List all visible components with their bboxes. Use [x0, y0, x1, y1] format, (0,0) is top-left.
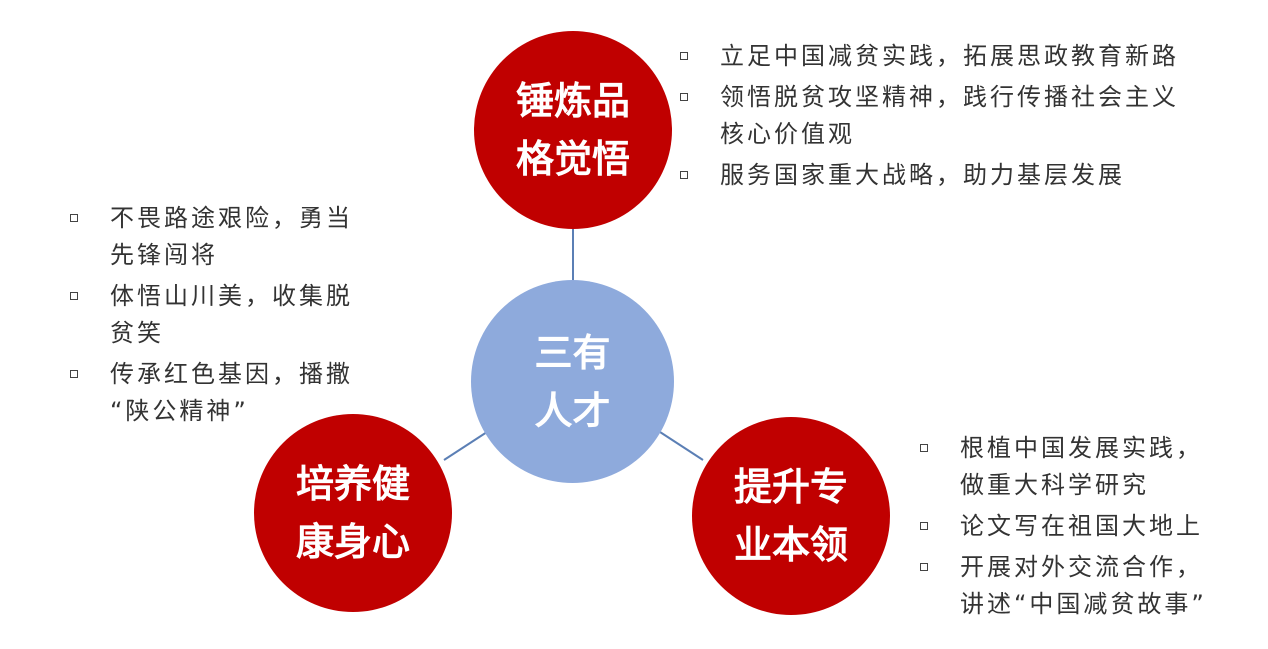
circle-top: 锤炼品 格觉悟 — [474, 31, 672, 229]
square-bullet-icon — [920, 522, 928, 530]
list-item-text: 论文写在祖国大地上 — [960, 512, 1203, 540]
list-item: 领悟脱贫攻坚精神，践行传播社会主义 核心价值观 — [672, 79, 1262, 153]
square-bullet-icon — [920, 444, 928, 452]
list-item-text: 立足中国减贫实践，拓展思政教育新路 — [720, 42, 1179, 70]
list-item: 传承红色基因，播撒 “陕公精神” — [62, 356, 392, 430]
square-bullet-icon — [920, 563, 928, 571]
list-item-text: 不畏路途艰险，勇当 先锋闯将 — [110, 204, 353, 269]
list-right: 根植中国发展实践， 做重大科学研究 论文写在祖国大地上 开展对外交流合作， 讲述… — [912, 430, 1262, 627]
connector-right — [659, 431, 704, 461]
square-bullet-icon — [680, 171, 688, 179]
list-item-text: 根植中国发展实践， 做重大科学研究 — [960, 434, 1203, 499]
list-item-text: 开展对外交流合作， 讲述“中国减贫故事” — [960, 553, 1207, 618]
circle-left-label: 培养健 康身心 — [295, 462, 410, 564]
list-item: 立足中国减贫实践，拓展思政教育新路 — [672, 38, 1262, 75]
list-item-text: 服务国家重大战略，助力基层发展 — [720, 161, 1125, 189]
list-item: 开展对外交流合作， 讲述“中国减贫故事” — [912, 549, 1262, 623]
list-item-text: 领悟脱贫攻坚精神，践行传播社会主义 核心价值观 — [720, 83, 1179, 148]
list-item: 论文写在祖国大地上 — [912, 508, 1262, 545]
list-item: 不畏路途艰险，勇当 先锋闯将 — [62, 200, 392, 274]
list-item-text: 体悟山川美，收集脱 贫笑 — [110, 282, 353, 347]
square-bullet-icon — [680, 52, 688, 60]
list-item: 体悟山川美，收集脱 贫笑 — [62, 278, 392, 352]
square-bullet-icon — [680, 93, 688, 101]
list-item-text: 传承红色基因，播撒 “陕公精神” — [110, 360, 353, 425]
circle-right: 提升专 业本领 — [692, 417, 890, 615]
square-bullet-icon — [70, 370, 78, 378]
list-item: 根植中国发展实践， 做重大科学研究 — [912, 430, 1262, 504]
list-top: 立足中国减贫实践，拓展思政教育新路 领悟脱贫攻坚精神，践行传播社会主义 核心价值… — [672, 38, 1262, 198]
connector-left — [443, 431, 488, 461]
list-item: 服务国家重大战略，助力基层发展 — [672, 157, 1262, 194]
square-bullet-icon — [70, 292, 78, 300]
circle-center-label: 三有 人才 — [534, 330, 611, 433]
circle-left: 培养健 康身心 — [254, 414, 452, 612]
circle-center: 三有 人才 — [471, 280, 674, 483]
list-left: 不畏路途艰险，勇当 先锋闯将 体悟山川美，收集脱 贫笑 传承红色基因，播撒 “陕… — [62, 200, 392, 434]
circle-top-label: 锤炼品 格觉悟 — [515, 79, 630, 181]
circle-right-label: 提升专 业本领 — [733, 465, 848, 567]
square-bullet-icon — [70, 214, 78, 222]
